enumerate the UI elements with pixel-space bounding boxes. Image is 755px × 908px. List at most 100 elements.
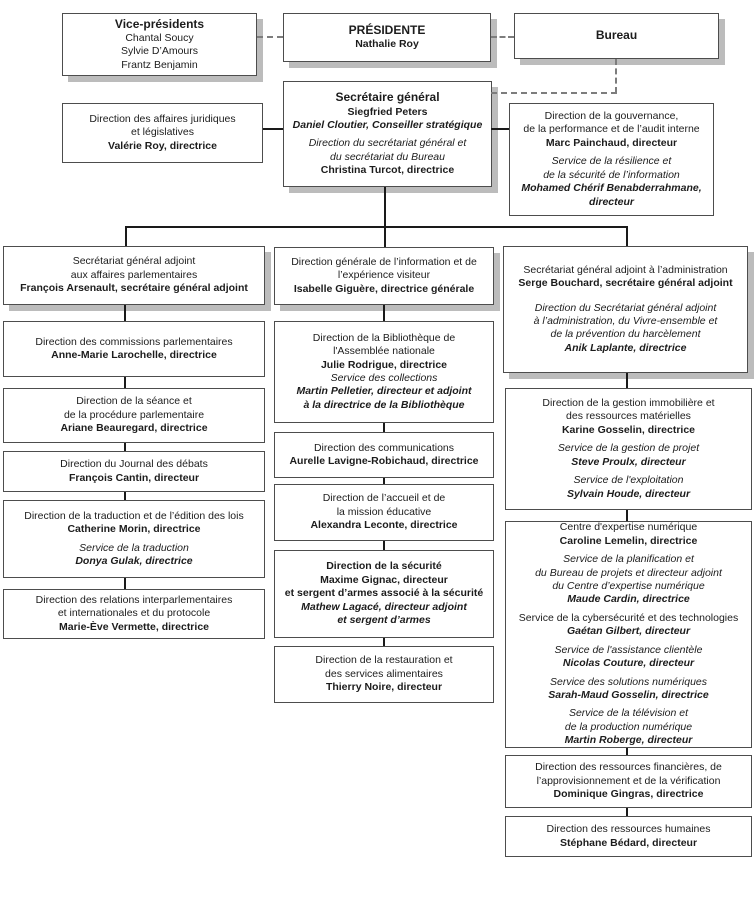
centre_expertise-line-14: Martin Roberge, directeur bbox=[564, 734, 693, 747]
commissions-line-1: Anne-Marie Larochelle, directrice bbox=[51, 349, 217, 361]
ressources_financieres-line-2: Dominique Gingras, directrice bbox=[553, 788, 704, 801]
bureau-line-0: Bureau bbox=[595, 28, 638, 43]
gouvernance-line-6: directeur bbox=[589, 195, 634, 208]
traduction-line-3: Donya Gulak, directrice bbox=[75, 554, 193, 567]
centre_expertise-line-6: Service de la cybersécurité et des techn… bbox=[518, 611, 739, 624]
gestion_immobiliere-line-3: Service de la gestion de projet bbox=[557, 442, 700, 455]
sga_administration-line-0: Secrétariat général adjoint à l’administ… bbox=[523, 263, 728, 276]
sga_administration-line-3: à l’administration, du Vivre-ensemble et bbox=[533, 315, 718, 327]
box-bureau: Bureau bbox=[514, 13, 719, 59]
ressources_financieres-line-0: Direction des ressources financières, de bbox=[535, 761, 722, 774]
drop-middle-column bbox=[384, 227, 386, 247]
communications-line-1: Aurelle Lavigne-Robichaud, directrice bbox=[289, 455, 479, 467]
accueil-line-1: la mission éducative bbox=[336, 505, 432, 518]
dashed-link-vp-presidente bbox=[257, 36, 283, 38]
box-sga-administration: Secrétariat général adjoint à l’administ… bbox=[503, 246, 748, 373]
link-mid-3 bbox=[383, 478, 385, 484]
link-left-5 bbox=[124, 578, 126, 589]
centre_expertise-line-2: Service de la planification et bbox=[563, 553, 694, 566]
link-right-3 bbox=[626, 748, 628, 755]
link-right-2 bbox=[626, 510, 628, 521]
centre_expertise-line-5: Maude Cardin, directrice bbox=[567, 593, 690, 606]
vice_presidents-line-0: Vice-présidents bbox=[114, 16, 205, 31]
sga_administration-line-4: de la prévention du harcèlement bbox=[550, 328, 701, 341]
centre_expertise-line-8: Service de l'assistance clientèle bbox=[554, 643, 703, 656]
sga_administration-line-5: Anik Laplante, directrice bbox=[564, 341, 687, 354]
presidente-line-1: Nathalie Roy bbox=[355, 38, 419, 51]
presidente-line-0: PRÉSIDENTE bbox=[348, 23, 426, 38]
dashed-link-bureau-down bbox=[615, 59, 617, 93]
relations-line-2: Marie-Ève Vermette, directrice bbox=[59, 620, 209, 633]
traduction-line-0: Direction de la traduction et de l’éditi… bbox=[24, 509, 244, 522]
link-sg-affaires-juridiques bbox=[263, 128, 283, 130]
link-left-3 bbox=[124, 443, 126, 451]
restauration-line-0: Direction de la restauration et bbox=[315, 654, 453, 667]
link-right-1 bbox=[626, 373, 628, 388]
affaires_juridiques-line-2: Valérie Roy, directrice bbox=[108, 139, 217, 152]
link-left-4 bbox=[124, 492, 126, 500]
gouvernance-line-5: Mohamed Chérif Benabderrahmane, bbox=[521, 182, 702, 195]
bibliotheque-line-2: Julie Rodrigue, directrice bbox=[320, 358, 448, 371]
accueil-line-2: Alexandra Leconte, directrice bbox=[310, 519, 458, 532]
gouvernance-line-2: Marc Painchaud, directeur bbox=[545, 136, 678, 149]
bibliotheque-line-3: Service des collections bbox=[330, 372, 438, 384]
ressources_humaines-line-1: Stéphane Bédard, directeur bbox=[559, 836, 698, 849]
dg_information-line-0: Direction générale de l’information et d… bbox=[291, 255, 477, 268]
centre_expertise-line-3: du Bureau de projets et directeur adjoin… bbox=[535, 566, 722, 579]
journal-line-0: Direction du Journal des débats bbox=[60, 458, 208, 471]
sga_parlementaires-line-2: François Arsenault, secrétaire général a… bbox=[20, 282, 248, 295]
gestion_immobiliere-line-1: des ressources matérielles bbox=[566, 410, 691, 423]
link-left-2 bbox=[124, 377, 126, 388]
gouvernance-line-3: Service de la résilience et bbox=[551, 155, 672, 168]
commissions-line-0: Direction des commissions parlementaires bbox=[35, 335, 233, 348]
box-traduction: Direction de la traduction et de l’éditi… bbox=[3, 500, 265, 578]
secretaire_general-line-5: Christina Turcot, directrice bbox=[320, 164, 455, 177]
journal-line-1: François Cantin, directeur bbox=[68, 471, 200, 484]
accueil-line-0: Direction de l’accueil et de bbox=[322, 492, 446, 505]
link-mid-1 bbox=[383, 305, 385, 321]
gestion_immobiliere-line-6: Sylvain Houde, directeur bbox=[566, 487, 691, 500]
sga_parlementaires-line-0: Secrétariat général adjoint bbox=[72, 255, 196, 268]
bus-line bbox=[125, 226, 628, 228]
relations-line-0: Direction des relations interparlementai… bbox=[35, 593, 233, 606]
dg_information-line-1: l’expérience visiteur bbox=[337, 269, 431, 282]
box-commissions: Direction des commissions parlementaires… bbox=[3, 321, 265, 377]
box-gouvernance: Direction de la gouvernance,de la perfor… bbox=[509, 103, 714, 216]
bibliotheque-line-5: à la directrice de la Bibliothèque bbox=[303, 398, 465, 411]
securite-line-3: Mathew Lagacé, directeur adjoint bbox=[301, 600, 467, 613]
secretaire_general-line-3: Direction du secrétariat général et bbox=[308, 137, 467, 150]
bibliotheque-line-0: Direction de la Bibliothèque de bbox=[312, 331, 456, 344]
securite-line-4: et sergent d’armes bbox=[337, 614, 431, 627]
gestion_immobiliere-line-0: Direction de la gestion immobilière et bbox=[542, 396, 715, 409]
restauration-line-2: Thierry Noire, directeur bbox=[325, 681, 443, 694]
sga_administration-line-1: Serge Bouchard, secrétaire général adjoi… bbox=[518, 277, 733, 290]
link-mid-4 bbox=[383, 541, 385, 550]
gouvernance-line-4: de la sécurité de l’information bbox=[543, 168, 680, 181]
box-relations: Direction des relations interparlementai… bbox=[3, 589, 265, 639]
gouvernance-line-0: Direction de la gouvernance, bbox=[544, 109, 679, 122]
centre_expertise-line-0: Centre d'expertise numérique bbox=[559, 521, 698, 534]
link-sg-bus bbox=[384, 187, 386, 227]
vice_presidents-line-2: Sylvie D’Amours bbox=[120, 45, 199, 58]
securite-line-2: et sergent d’armes associé à la sécurité bbox=[284, 587, 484, 600]
securite-line-0: Direction de la sécurité bbox=[326, 560, 442, 573]
ressources_financieres-line-1: l’approvisionnement et de la vérificatio… bbox=[536, 774, 721, 787]
link-left-1 bbox=[124, 305, 126, 321]
communications-line-0: Direction des communications bbox=[313, 441, 455, 454]
box-ressources-financieres: Direction des ressources financières, de… bbox=[505, 755, 752, 808]
centre_expertise-line-1: Caroline Lemelin, directrice bbox=[559, 534, 698, 547]
gestion_immobiliere-line-4: Steve Proulx, directeur bbox=[571, 455, 686, 468]
